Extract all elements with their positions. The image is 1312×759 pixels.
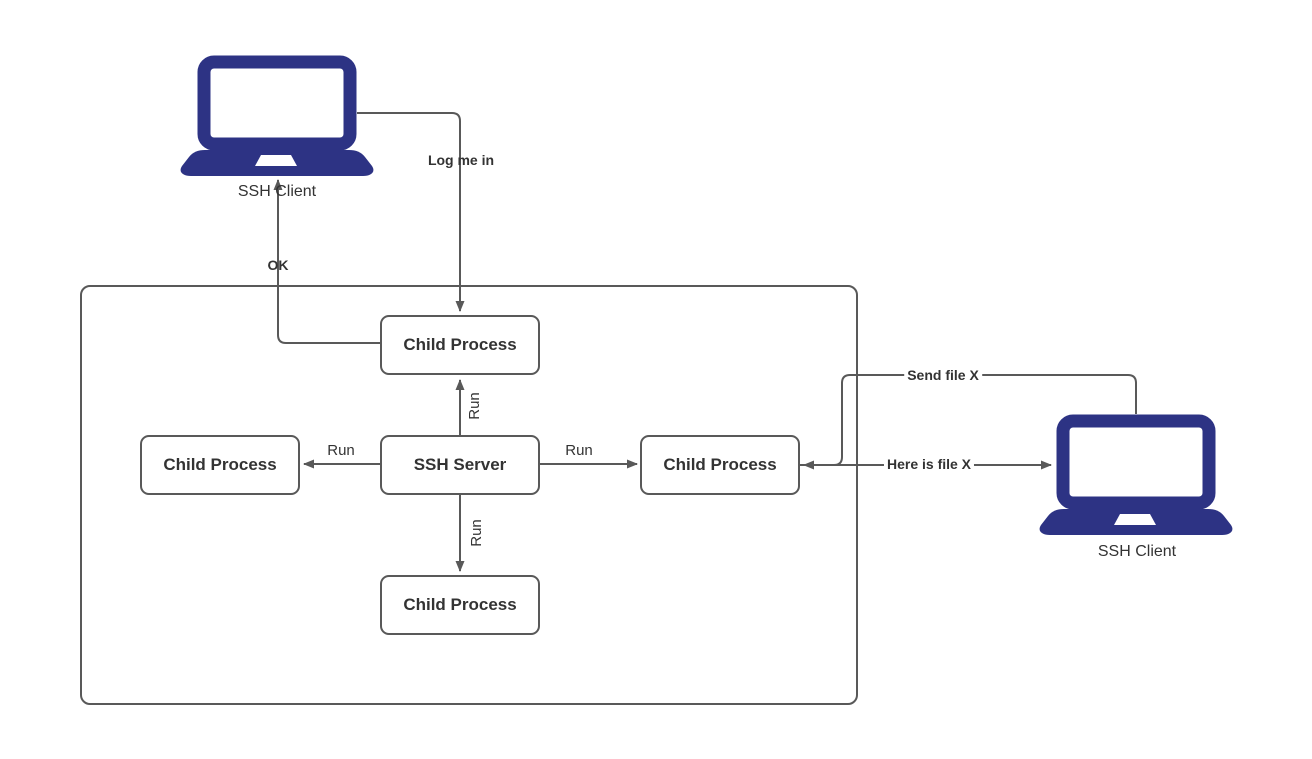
laptop-icon-right <box>1039 414 1233 535</box>
edge-label-run-top: Run <box>466 392 483 420</box>
edge-label-send-file-x: Send file X <box>904 367 982 383</box>
client-label-top: SSH Client <box>237 183 317 200</box>
edge-label-run-right: Run <box>565 442 593 459</box>
edge-label-log-me-in: Log me in <box>427 152 495 168</box>
node-child-process-top: Child Process <box>380 315 540 375</box>
edge-label-run-bottom: Run <box>468 519 485 547</box>
edge-log-me-in <box>357 112 465 312</box>
node-label: Child Process <box>403 335 517 354</box>
laptop-icon-top <box>180 55 374 176</box>
node-child-process-left: Child Process <box>140 435 300 495</box>
edge-label-here-is-file-x: Here is file X <box>883 456 975 472</box>
edge-label-run-left: Run <box>327 442 355 459</box>
edge-send-file-x <box>803 374 1137 470</box>
node-label: Child Process <box>663 455 777 474</box>
server-boundary <box>80 285 858 705</box>
client-label-right: SSH Client <box>1097 543 1177 560</box>
edge-ok <box>273 179 382 344</box>
node-label: Child Process <box>403 595 517 614</box>
node-child-process-bottom: Child Process <box>380 575 540 635</box>
node-label: Child Process <box>163 455 277 474</box>
edge-label-ok: OK <box>267 257 289 273</box>
node-label: SSH Server <box>413 455 507 474</box>
node-ssh-server: SSH Server <box>380 435 540 495</box>
node-child-process-right: Child Process <box>640 435 800 495</box>
